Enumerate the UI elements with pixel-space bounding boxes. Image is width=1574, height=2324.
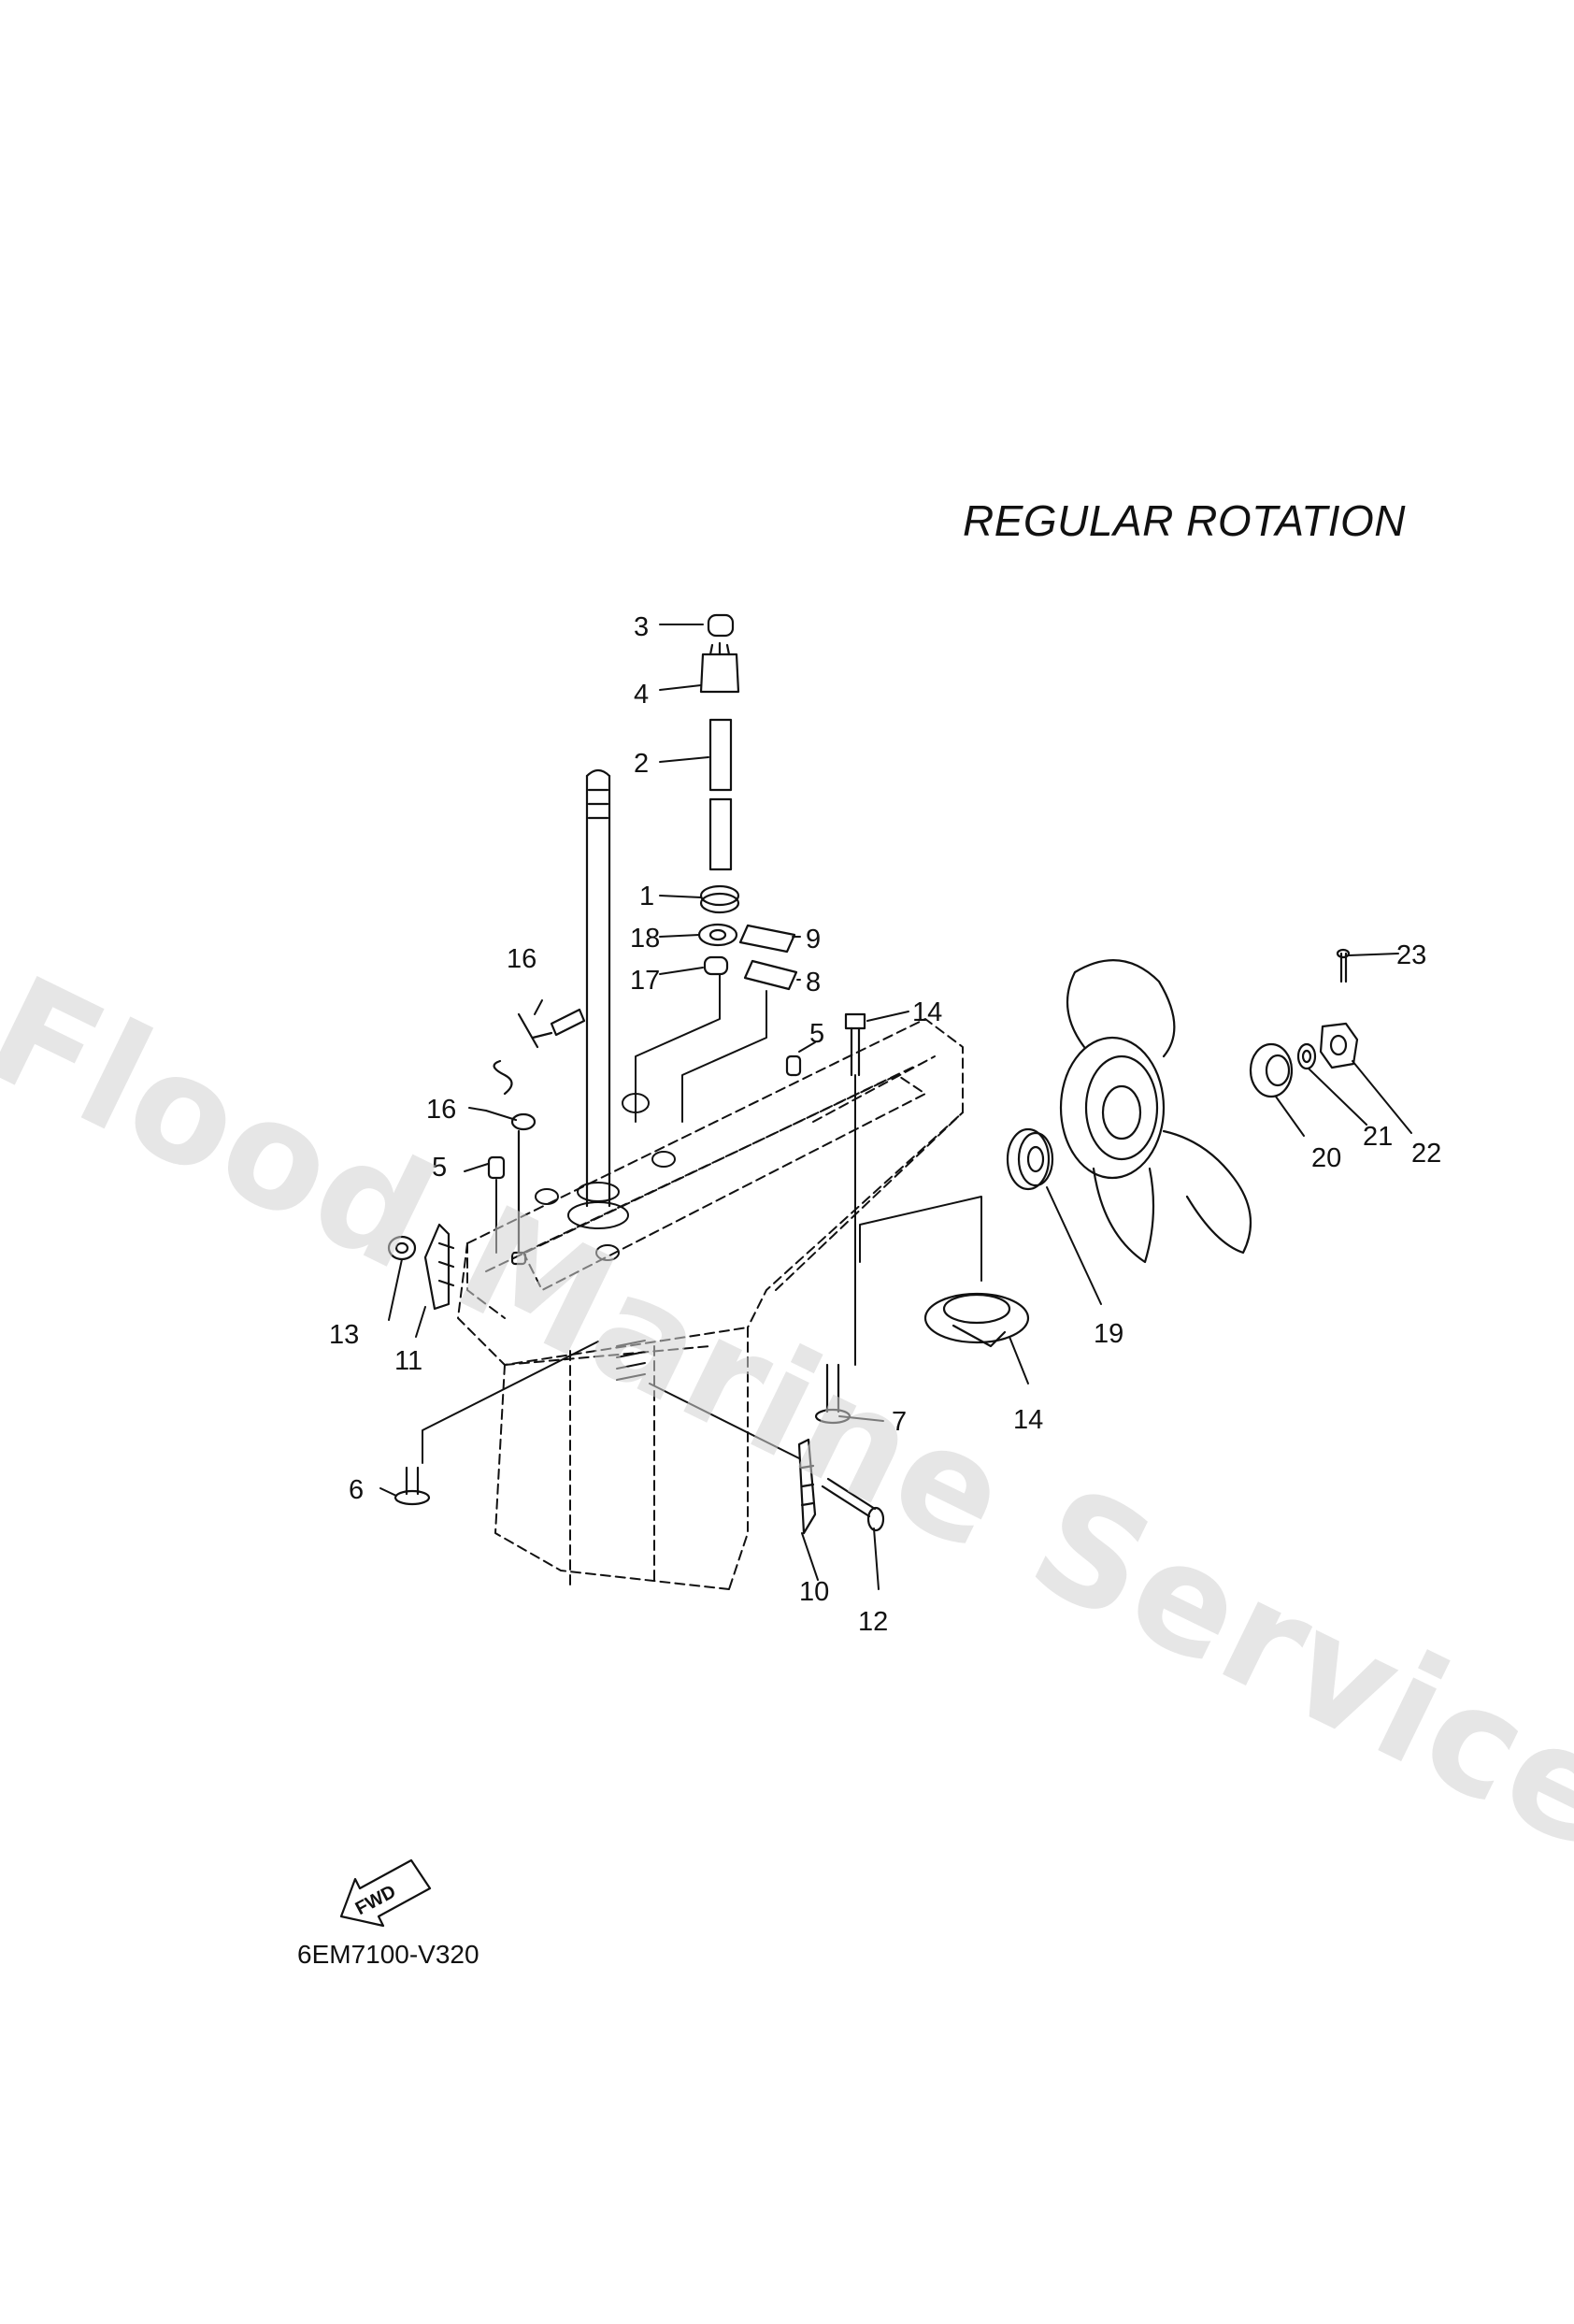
rubber-seals (738, 924, 798, 991)
prop-hardware (1249, 948, 1359, 1098)
fwd-arrow (339, 1858, 432, 1928)
callout-3: 3 (634, 612, 649, 642)
callout-13: 13 (329, 1320, 359, 1350)
callout-11: 11 (394, 1346, 422, 1376)
callout-17: 17 (630, 966, 660, 996)
callout-10: 10 (799, 1577, 829, 1607)
callout-23: 23 (1396, 940, 1426, 970)
callout-15: 14 (912, 997, 942, 1027)
callout-18: 18 (630, 924, 660, 954)
callout-9: 9 (806, 925, 821, 954)
callout-16-left: 16 (426, 1095, 456, 1125)
callout-19: 19 (1094, 1319, 1123, 1349)
diagram-title: REGULAR ROTATION (963, 496, 1406, 545)
callout-5-right: 5 (809, 1019, 824, 1049)
callout-4: 4 (634, 680, 649, 710)
callout-8: 8 (806, 968, 821, 997)
drawing-code: 6EM7100-V320 (297, 1940, 479, 1969)
callout-22: 22 (1411, 1139, 1441, 1169)
leader-lines (379, 624, 1412, 1590)
trim-anode-and-bushing (923, 1127, 1054, 1348)
bolts-and-pins (394, 1012, 866, 1506)
drive-shaft (585, 768, 611, 1208)
propeller (1059, 959, 1252, 1264)
callout-20: 20 (1311, 1143, 1341, 1173)
anodes (387, 1223, 885, 1535)
callout-14: 14 (1013, 1405, 1043, 1435)
hose-clamps (484, 1008, 586, 1266)
callout-21: 21 (1363, 1122, 1393, 1152)
callout-12: 12 (858, 1607, 888, 1637)
callout-6: 6 (349, 1475, 364, 1505)
callout-16-top: 16 (507, 944, 537, 974)
callout-7: 7 (892, 1407, 907, 1437)
callout-1: 1 (639, 882, 654, 911)
callout-5-left: 5 (432, 1153, 447, 1183)
callout-2: 2 (634, 749, 649, 779)
water-tube-parts (697, 613, 740, 976)
